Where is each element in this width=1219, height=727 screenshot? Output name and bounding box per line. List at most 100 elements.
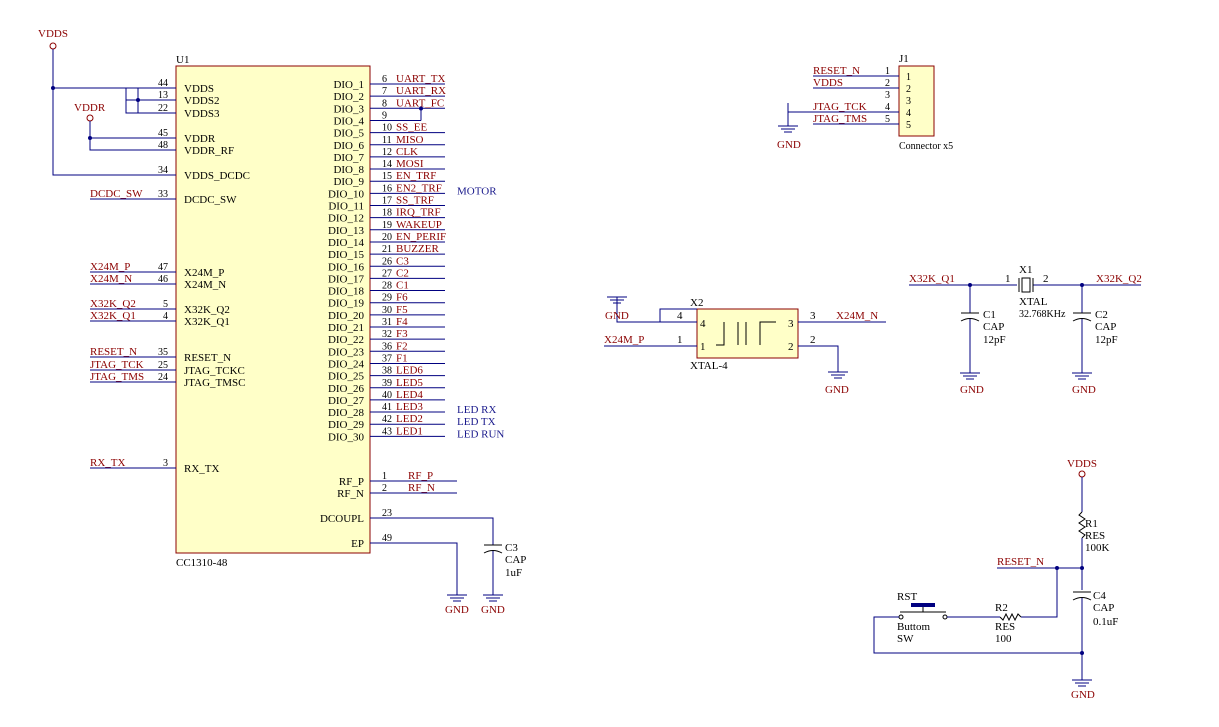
x1-component[interactable]: X32K_Q1 X32K_Q2 1 2 X1 XTAL 32.768KHz	[909, 264, 1142, 320]
pin-number: 6	[382, 74, 387, 85]
pin-number: 24	[158, 372, 168, 383]
pin-name: X24M_N	[184, 279, 226, 291]
net-label: LED2	[396, 413, 423, 425]
pin-name: DCOUPL	[320, 513, 364, 525]
c2-component[interactable]: C2 CAP 12pF GND	[1072, 285, 1118, 396]
x2-gnd-label-left: GND	[605, 310, 629, 322]
reset-circuit[interactable]: VDDS R1 RES 100K RESET_N C4 CAP 0.1uF GN…	[873, 458, 1118, 701]
pin-number: 12	[382, 147, 392, 158]
j1-component[interactable]: J1 Connector x5 11RESET_N22VDDS3344JTAG_…	[777, 53, 953, 152]
net-label: BUZZER	[396, 243, 439, 255]
pin-number: 43	[382, 426, 392, 437]
net-label: WAKEUP	[396, 219, 442, 231]
pin-name: DIO_1	[333, 79, 364, 91]
pin-number-inner: 1	[906, 72, 911, 83]
net-label: EN_PERIF	[396, 231, 446, 243]
c3-component[interactable]: C3 CAP 1uF GND	[421, 517, 526, 616]
u1-part-name: CC1310-48	[176, 557, 228, 569]
x2-designator: X2	[690, 297, 703, 309]
j1-body	[898, 65, 935, 137]
pin-number: 1	[382, 471, 387, 482]
x2-part: XTAL-4	[690, 360, 728, 372]
r2-part: RES	[995, 621, 1015, 633]
r1-vdds-symbol	[1078, 470, 1086, 478]
pin-name: DIO_10	[328, 188, 365, 200]
pin-number: 39	[382, 378, 392, 389]
svg-text:2: 2	[1043, 273, 1049, 285]
rst-button[interactable]	[898, 603, 948, 620]
c1-component[interactable]: C1 CAP 12pF GND	[960, 285, 1006, 396]
pin-name: DIO_25	[328, 371, 365, 383]
pin-name: DIO_30	[328, 431, 365, 443]
u1-power-wiring: VDDS VDDR	[38, 28, 140, 176]
pin-number-inner: 3	[906, 96, 911, 107]
c4-designator: C4	[1093, 590, 1106, 602]
pin-name: DIO_3	[333, 103, 364, 115]
pin-number: 29	[382, 293, 392, 304]
c2-gnd-label: GND	[1072, 384, 1096, 396]
net-label: F1	[396, 352, 408, 364]
u1-designator: U1	[176, 54, 189, 66]
pin-number: 30	[382, 305, 392, 316]
pin-name: RF_N	[337, 488, 364, 500]
c1-gnd-label: GND	[960, 384, 984, 396]
ep-gnd-label: GND	[445, 604, 469, 616]
x2-component[interactable]: X2 XTAL-4 4 1 3 2 4 GND X24M_P 1 3 X24M_…	[604, 296, 886, 396]
svg-text:2: 2	[810, 334, 816, 346]
x1-designator: X1	[1019, 264, 1032, 276]
j1-pin[interactable]: 33	[885, 90, 911, 107]
